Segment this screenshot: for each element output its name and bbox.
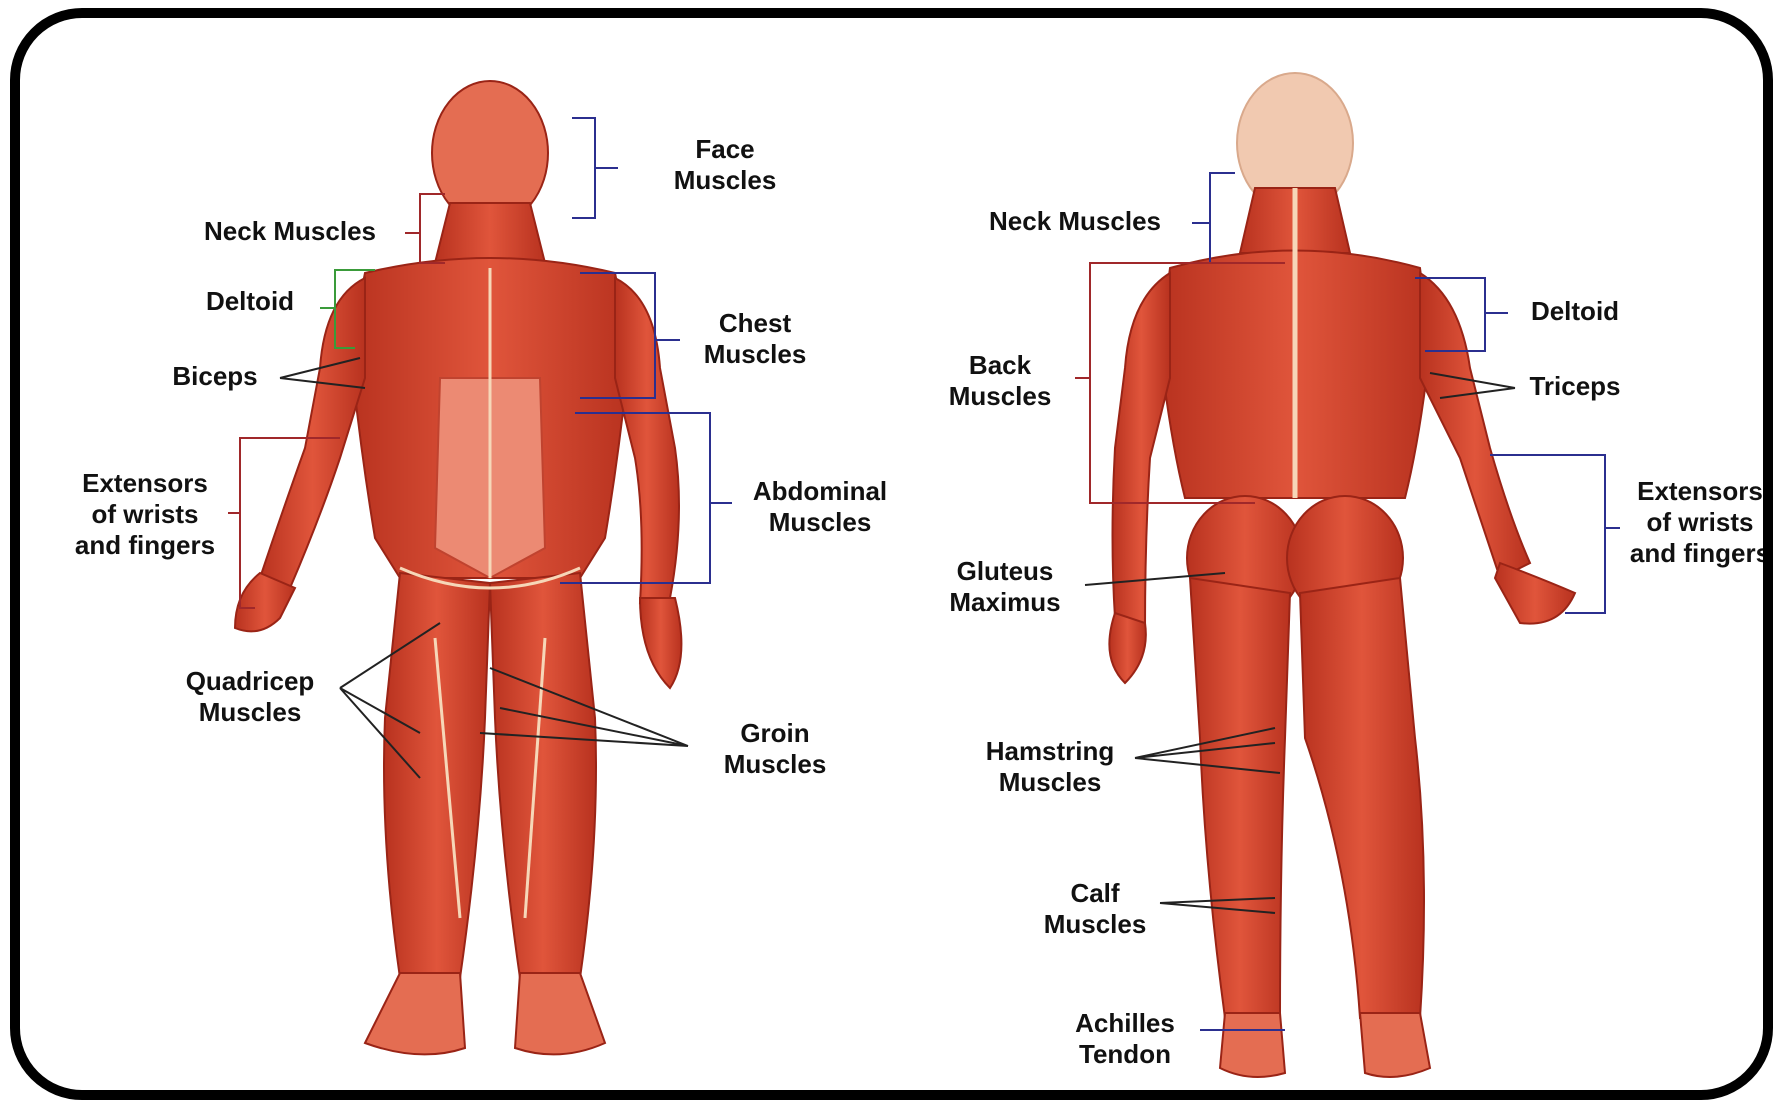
back-arm-left xyxy=(1113,273,1171,628)
label-front-deltoid-line1: Deltoid xyxy=(185,286,315,317)
back-foot-left xyxy=(1220,1013,1285,1077)
label-gluteus-line1: Gluteus xyxy=(925,556,1085,587)
label-face-muscles: Face Muscles xyxy=(630,134,820,196)
label-front-neck-muscles: Neck Muscles xyxy=(180,216,400,247)
label-back-neck-muscles: Neck Muscles xyxy=(965,206,1185,237)
label-gluteus-line2: Maximus xyxy=(925,587,1085,618)
label-calf-muscles: Calf Muscles xyxy=(1020,878,1170,940)
label-back-deltoid: Deltoid xyxy=(1510,296,1640,327)
label-back-extensors-line3: and fingers xyxy=(1615,538,1773,569)
label-calf-line2: Muscles xyxy=(1020,909,1170,940)
label-back-deltoid-line1: Deltoid xyxy=(1510,296,1640,327)
face-bracket xyxy=(572,118,618,218)
label-back-line1: Back xyxy=(925,350,1075,381)
label-front-extensors-line1: Extensors xyxy=(60,468,230,499)
label-front-extensors: Extensors of wrists and fingers xyxy=(60,468,230,561)
label-triceps-line1: Triceps xyxy=(1510,371,1640,402)
label-abdominal-line2: Muscles xyxy=(725,507,915,538)
front-foot-right xyxy=(515,973,605,1054)
label-biceps-line1: Biceps xyxy=(150,361,280,392)
label-front-deltoid: Deltoid xyxy=(185,286,315,317)
label-quadricep-line1: Quadricep xyxy=(155,666,345,697)
label-hamstring-muscles: Hamstring Muscles xyxy=(960,736,1140,798)
label-groin-muscles: Groin Muscles xyxy=(690,718,860,780)
label-achilles-line2: Tendon xyxy=(1040,1039,1210,1070)
label-front-extensors-line2: of wrists xyxy=(60,499,230,530)
back-hand-right xyxy=(1495,563,1575,624)
label-achilles-tendon: Achilles Tendon xyxy=(1040,1008,1210,1070)
front-arm-left xyxy=(260,278,365,588)
label-gluteus-maximus: Gluteus Maximus xyxy=(925,556,1085,618)
label-calf-line1: Calf xyxy=(1020,878,1170,909)
back-hand-left xyxy=(1109,613,1145,683)
label-back-extensors-line2: of wrists xyxy=(1615,507,1773,538)
label-abdominal-line1: Abdominal xyxy=(725,476,915,507)
front-neck xyxy=(435,203,545,263)
label-front-extensors-line3: and fingers xyxy=(60,530,230,561)
label-chest-line1: Chest xyxy=(660,308,850,339)
back-foot-right xyxy=(1360,1013,1430,1077)
label-front-neck-line1: Neck Muscles xyxy=(180,216,400,247)
anatomy-illustration xyxy=(20,18,1773,1100)
label-hamstring-line1: Hamstring xyxy=(960,736,1140,767)
label-groin-line2: Muscles xyxy=(690,749,860,780)
label-triceps: Triceps xyxy=(1510,371,1640,402)
label-back-extensors-line1: Extensors xyxy=(1615,476,1773,507)
label-chest-muscles: Chest Muscles xyxy=(660,308,850,370)
label-back-muscles: Back Muscles xyxy=(925,350,1075,412)
label-face-line1: Face xyxy=(630,134,820,165)
label-hamstring-line2: Muscles xyxy=(960,767,1140,798)
label-face-line2: Muscles xyxy=(630,165,820,196)
back-leg-left xyxy=(1190,578,1290,1018)
label-quadricep-line2: Muscles xyxy=(155,697,345,728)
label-back-neck-line1: Neck Muscles xyxy=(965,206,1185,237)
label-abdominal-muscles: Abdominal Muscles xyxy=(725,476,915,538)
front-hand-right xyxy=(640,598,681,688)
back-neck-bracket xyxy=(1192,173,1235,263)
label-quadricep-muscles: Quadricep Muscles xyxy=(155,666,345,728)
label-chest-line2: Muscles xyxy=(660,339,850,370)
front-leg-left xyxy=(384,573,490,978)
label-back-extensors: Extensors of wrists and fingers xyxy=(1615,476,1773,569)
front-foot-left xyxy=(365,973,465,1054)
diagram-frame: Face Muscles Neck Muscles Deltoid Chest … xyxy=(10,8,1773,1100)
back-leg-right xyxy=(1300,578,1424,1018)
label-achilles-line1: Achilles xyxy=(1040,1008,1210,1039)
label-back-line2: Muscles xyxy=(925,381,1075,412)
label-biceps: Biceps xyxy=(150,361,280,392)
front-leg-right xyxy=(490,573,596,978)
label-groin-line1: Groin xyxy=(690,718,860,749)
